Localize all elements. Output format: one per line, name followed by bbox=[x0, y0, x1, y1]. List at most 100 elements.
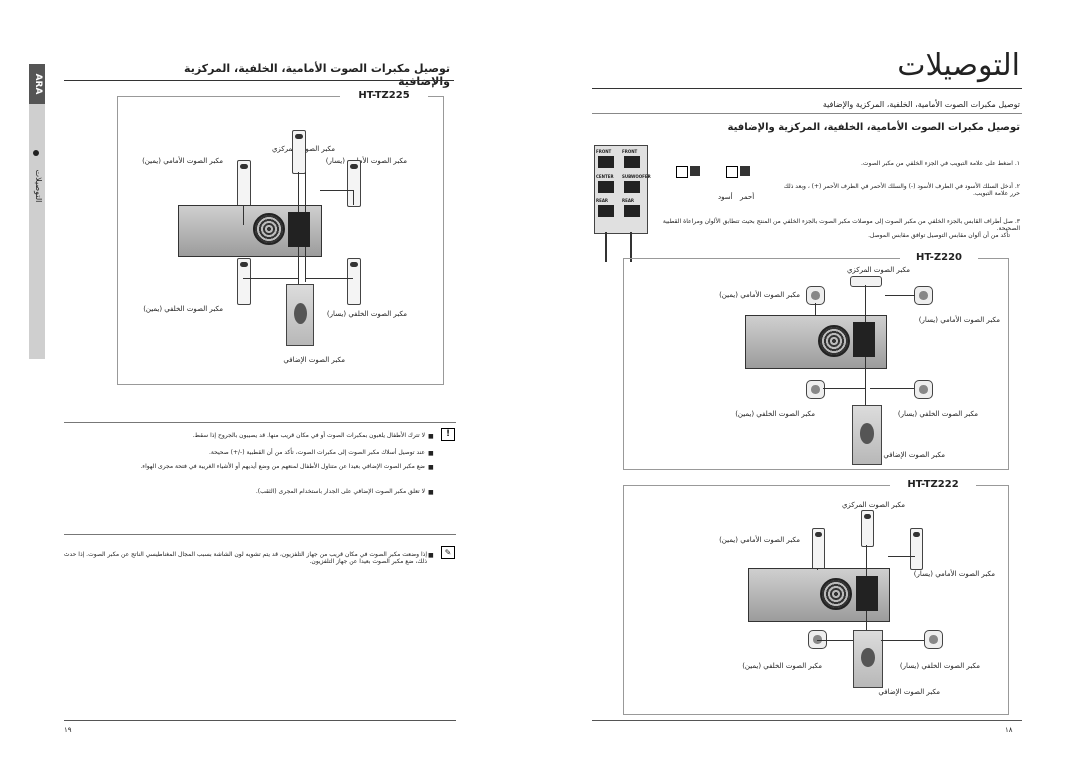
wire bbox=[888, 556, 915, 557]
page-number-left: ١٩ bbox=[64, 726, 72, 734]
model-label-tz222: HT-TZ222 bbox=[890, 479, 976, 490]
side-tab-label: التوصيلات bbox=[34, 169, 43, 203]
label-center: مكبر الصوت المركزي bbox=[271, 145, 335, 153]
tz222-label-sub: مكبر الصوت الإضافي bbox=[878, 688, 940, 696]
tz222-label-rear-right: مكبر الصوت الخلفي (يمين) bbox=[742, 662, 822, 670]
model-label-z220: HT-Z220 bbox=[900, 252, 978, 263]
wire bbox=[881, 640, 924, 641]
z220-label-front-left: مكبر الصوت الأمامي (يسار) bbox=[918, 316, 1000, 324]
note-rule bbox=[64, 534, 456, 535]
wire bbox=[866, 545, 867, 576]
caution-3: ضع مكبر الصوت الإضافي بعيدا عن متناول ال… bbox=[140, 463, 425, 470]
label-sub: مكبر الصوت الإضافي bbox=[283, 356, 345, 364]
bullet: ■ bbox=[428, 552, 434, 559]
wire bbox=[865, 357, 866, 405]
label-rear-left: مكبر الصوت الخلفي (يسار) bbox=[326, 310, 407, 318]
tz222-speaker-rear-left bbox=[924, 630, 943, 649]
bullet: ■ bbox=[428, 489, 434, 496]
bullet-note: تأكد من أن ألوان مقابس التوصيل توافق مقا… bbox=[868, 232, 1010, 239]
speaker-rear-right bbox=[237, 258, 251, 305]
tz222-label-front-left: مكبر الصوت الأمامي (يسار) bbox=[913, 570, 995, 578]
z220-fan bbox=[818, 325, 850, 357]
speaker-center bbox=[292, 130, 306, 174]
terminal-jack bbox=[624, 181, 640, 193]
z220-label-sub: مكبر الصوت الإضافي bbox=[883, 451, 945, 459]
left-page-title: توصيل مكبرات الصوت الأمامية، الخلفية، ال… bbox=[184, 62, 450, 88]
receiver-fan bbox=[253, 213, 285, 245]
wire bbox=[865, 285, 866, 322]
tz222-label-rear-left: مكبر الصوت الخلفي (يسار) bbox=[899, 662, 980, 670]
closeup-clip bbox=[740, 166, 750, 176]
terminal-label-front-left: FRONT bbox=[596, 149, 612, 154]
terminal-label-center: CENTER bbox=[596, 174, 614, 179]
tz222-label-center: مكبر الصوت المركزي bbox=[841, 501, 905, 509]
wire bbox=[823, 388, 865, 389]
tz222-subwoofer bbox=[853, 630, 883, 688]
wire bbox=[298, 247, 299, 284]
caution-1: لا تترك الأطفال يلعبون بمكبرات الصوت أو … bbox=[192, 432, 426, 439]
tz222-label-front-right: مكبر الصوت الأمامي (يمين) bbox=[719, 536, 800, 544]
label-front-right: مكبر الصوت الأمامي (يمين) bbox=[142, 157, 223, 165]
terminal-label-rear-left: REAR bbox=[596, 198, 608, 203]
z220-label-center: مكبر الصوت المركزي bbox=[846, 266, 910, 274]
step-1: ١. اضغط على علامة التبويب في الجزء الخلف… bbox=[860, 160, 1020, 167]
speaker-front-right bbox=[237, 160, 251, 207]
tz222-speaker-center bbox=[861, 510, 874, 547]
footer-rule-right bbox=[592, 720, 1022, 721]
z220-label-front-right: مكبر الصوت الأمامي (يمين) bbox=[719, 291, 800, 299]
side-tab-dot bbox=[33, 150, 39, 156]
tz222-speaker-rear-right bbox=[808, 630, 827, 649]
wire bbox=[817, 568, 818, 570]
note-text: إذا وضعت مكبر الصوت في مكان قريب من جهاز… bbox=[63, 551, 427, 565]
caution-2: عند توصيل أسلاك مكبر الصوت إلى مكبرات ال… bbox=[208, 449, 425, 456]
terminal-jack bbox=[598, 181, 614, 193]
wire bbox=[243, 205, 244, 225]
tz222-fan bbox=[820, 578, 852, 610]
tz222-terminals bbox=[856, 576, 878, 611]
step-2: ٢. أدخل السلك الأسود في الطرف الأسود (-)… bbox=[783, 183, 1020, 197]
caution-rule-top bbox=[64, 422, 456, 423]
bullet: ■ bbox=[428, 433, 434, 440]
page-number-right: ١٨ bbox=[1005, 726, 1013, 734]
z220-speaker-rear-right bbox=[806, 380, 825, 399]
terminal-label-rear-right: REAR bbox=[622, 198, 634, 203]
diagram-box-z220 bbox=[623, 258, 1009, 470]
closeup-clip bbox=[690, 166, 700, 176]
speaker-subwoofer bbox=[286, 284, 314, 346]
tz222-speaker-front-right bbox=[812, 528, 825, 570]
wire bbox=[885, 295, 915, 296]
z220-terminals bbox=[853, 322, 875, 357]
wire bbox=[243, 278, 298, 279]
title-rule bbox=[64, 80, 454, 81]
z220-speaker-rear-left bbox=[914, 380, 933, 399]
wire bbox=[305, 172, 306, 212]
speaker-terminals bbox=[288, 212, 310, 247]
wire bbox=[353, 190, 354, 205]
plug-cable bbox=[630, 232, 632, 262]
plug-cable bbox=[605, 232, 607, 262]
tz222-speaker-front-left bbox=[910, 528, 923, 570]
z220-label-rear-right: مكبر الصوت الخلفي (يمين) bbox=[735, 410, 815, 418]
model-label-tz225: HT-TZ225 bbox=[340, 90, 428, 101]
wire-label-red: أحمر bbox=[740, 193, 755, 201]
speaker-front-left bbox=[347, 160, 361, 207]
side-tab bbox=[29, 64, 45, 359]
label-rear-right: مكبر الصوت الخلفي (يمين) bbox=[143, 305, 223, 313]
terminal-label-front-right: FRONT bbox=[622, 149, 638, 154]
bullet: ■ bbox=[428, 450, 434, 457]
bullet: ■ bbox=[428, 464, 434, 471]
terminal-label-subwoofer: SUBWOOFER bbox=[622, 174, 651, 179]
wire bbox=[866, 611, 867, 630]
label-front-left: مكبر الصوت الأمامي (يسار) bbox=[325, 157, 407, 165]
side-tab-code: ARA bbox=[33, 73, 43, 95]
wire bbox=[298, 172, 299, 212]
footer-rule-left bbox=[64, 720, 456, 721]
diagram-box-tz225 bbox=[117, 96, 444, 385]
note-icon: ✎ bbox=[441, 546, 455, 559]
wire bbox=[305, 247, 306, 282]
wire bbox=[320, 190, 354, 191]
speaker-rear-left bbox=[347, 258, 361, 305]
terminal-jack bbox=[598, 205, 614, 217]
z220-label-rear-left: مكبر الصوت الخلفي (يسار) bbox=[897, 410, 978, 418]
z220-speaker-center bbox=[850, 276, 882, 287]
